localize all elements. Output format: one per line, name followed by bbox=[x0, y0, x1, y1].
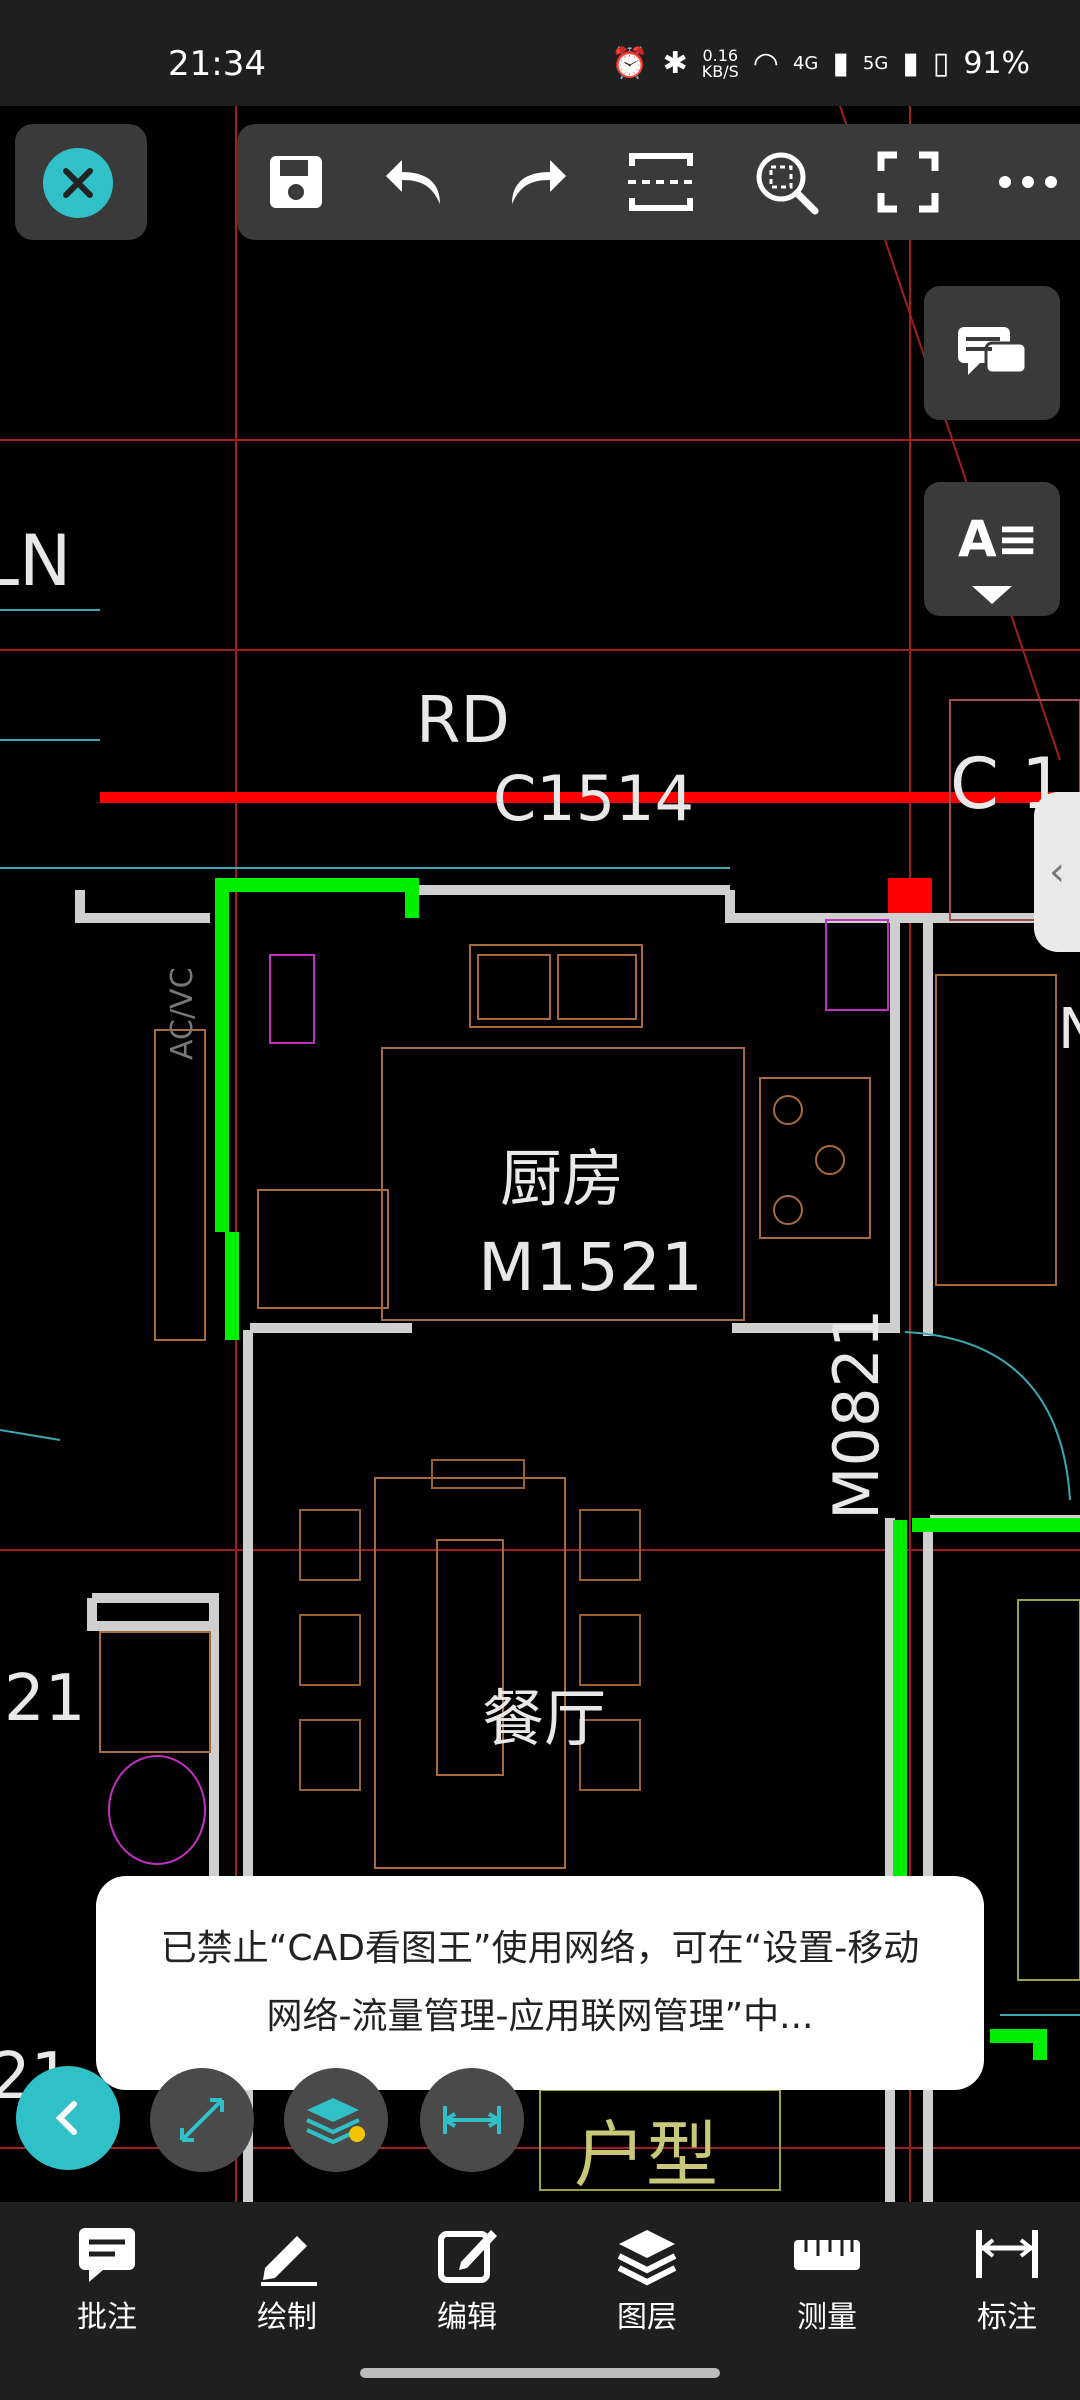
chevron-left-icon bbox=[55, 2101, 77, 2135]
top-toolbar bbox=[237, 124, 1080, 240]
fullscreen-icon bbox=[877, 151, 939, 213]
redo-button[interactable] bbox=[500, 146, 572, 218]
zoom-icon bbox=[756, 152, 819, 215]
pencil-icon bbox=[261, 2236, 317, 2286]
zoom-window-button[interactable] bbox=[750, 146, 822, 218]
horizontal-dimension-icon bbox=[443, 2106, 501, 2134]
bottom-nav: 批注 绘制 编辑 图层 测量 标注 bbox=[0, 2202, 1080, 2400]
nav-edit[interactable]: 编辑 bbox=[392, 2222, 542, 2362]
dimension-tool-button[interactable] bbox=[420, 2068, 524, 2172]
status-time: 21:34 bbox=[168, 44, 266, 84]
label-huxing: 户型 bbox=[574, 2113, 718, 2197]
label-c1514: C1514 bbox=[493, 762, 694, 835]
right-drawer-handle[interactable]: ‹ bbox=[1034, 792, 1080, 952]
nav-layers-label: 图层 bbox=[617, 2300, 677, 2335]
cad-canvas[interactable]: RD C1514 LN 厨房 M1521 M0821 餐厅 21 21 户型 C… bbox=[0, 106, 1080, 2202]
alarm-icon: ⏰ bbox=[611, 46, 649, 81]
fullscreen-button[interactable] bbox=[872, 146, 944, 218]
layer-toggle-button[interactable] bbox=[284, 2068, 388, 2172]
close-panel bbox=[15, 124, 147, 240]
label-dining: 餐厅 bbox=[482, 1682, 606, 1755]
home-indicator[interactable] bbox=[360, 2368, 720, 2378]
signal-icon: ▮ bbox=[832, 46, 849, 81]
net-speed: 0.16 KB/S bbox=[701, 45, 739, 81]
label-21-a: 21 bbox=[4, 1662, 85, 1736]
undo-icon bbox=[386, 160, 440, 204]
signal-icon-2: ▮ bbox=[902, 46, 919, 81]
nav-dimension[interactable]: 标注 bbox=[932, 2222, 1080, 2362]
label-ln: LN bbox=[0, 520, 71, 602]
text-style-button[interactable]: A≡ bbox=[924, 482, 1060, 616]
nav-layers[interactable]: 图层 bbox=[572, 2222, 722, 2362]
chevron-left-icon: ‹ bbox=[1049, 849, 1065, 895]
nav-measure[interactable]: 测量 bbox=[752, 2222, 902, 2362]
dimension-icon bbox=[976, 2230, 1038, 2278]
close-icon bbox=[63, 168, 93, 198]
collapse-tools-button[interactable] bbox=[16, 2066, 120, 2170]
ruler-icon bbox=[794, 2240, 860, 2270]
label-m0821: M0821 bbox=[820, 1309, 893, 1520]
signal-5g: 5G bbox=[862, 53, 889, 74]
comments-list-button[interactable] bbox=[924, 286, 1060, 420]
toast-message: 已禁止“CAD看图王”使用网络，可在“设置-移动网络-流量管理-应用联网管理”中… bbox=[160, 1928, 920, 2037]
net-speed-value: 0.16 bbox=[702, 45, 739, 65]
label-n: N bbox=[1058, 997, 1080, 1062]
nav-dimension-label: 标注 bbox=[977, 2300, 1037, 2335]
network-blocked-toast: 已禁止“CAD看图王”使用网络，可在“设置-移动网络-流量管理-应用联网管理”中… bbox=[96, 1876, 984, 2090]
label-rd: RD bbox=[416, 684, 510, 758]
signal-4g: 4G bbox=[792, 53, 819, 74]
wifi-icon: ◠ bbox=[752, 46, 779, 81]
nav-annotate[interactable]: 批注 bbox=[32, 2222, 182, 2362]
status-bar: 21:34 ⏰ ✱ 0.16 KB/S ◠ 4G ▮ 5G ▮ ▯ 91% bbox=[0, 0, 1080, 106]
status-icons: ⏰ ✱ 0.16 KB/S ◠ 4G ▮ 5G ▮ ▯ 91% bbox=[611, 46, 1030, 81]
chat-bubbles-icon bbox=[958, 327, 1028, 375]
more-button[interactable] bbox=[992, 146, 1064, 218]
redo-icon bbox=[512, 160, 566, 204]
edit-icon bbox=[438, 2230, 497, 2283]
layers-bulb-icon bbox=[306, 2098, 365, 2145]
more-icon bbox=[999, 176, 1057, 188]
text-style-icon: A≡ bbox=[958, 510, 1039, 568]
save-button[interactable] bbox=[260, 146, 332, 218]
nav-measure-label: 测量 bbox=[797, 2300, 857, 2335]
dropdown-triangle-icon bbox=[972, 586, 1012, 604]
crop-frame-icon bbox=[628, 153, 694, 211]
save-icon bbox=[270, 156, 322, 208]
diagonal-measure-icon bbox=[180, 2098, 224, 2142]
label-m1521: M1521 bbox=[478, 1229, 703, 1306]
net-speed-unit: KB/S bbox=[701, 61, 739, 81]
align-tool-button[interactable] bbox=[150, 2068, 254, 2172]
nav-annotate-label: 批注 bbox=[77, 2300, 137, 2335]
label-acvc: AC/VC bbox=[165, 967, 200, 1060]
layers-icon bbox=[617, 2230, 677, 2286]
bluetooth-icon: ✱ bbox=[662, 46, 688, 81]
nav-draw[interactable]: 绘制 bbox=[212, 2222, 362, 2362]
nav-edit-label: 编辑 bbox=[437, 2300, 497, 2335]
battery-level: 91% bbox=[963, 46, 1030, 81]
battery-icon: ▯ bbox=[932, 46, 950, 81]
label-kitchen: 厨房 bbox=[500, 1142, 624, 1215]
undo-button[interactable] bbox=[380, 146, 452, 218]
close-button[interactable] bbox=[43, 148, 113, 218]
nav-draw-label: 绘制 bbox=[257, 2300, 317, 2335]
crop-view-button[interactable] bbox=[625, 146, 697, 218]
comment-icon bbox=[79, 2228, 135, 2282]
